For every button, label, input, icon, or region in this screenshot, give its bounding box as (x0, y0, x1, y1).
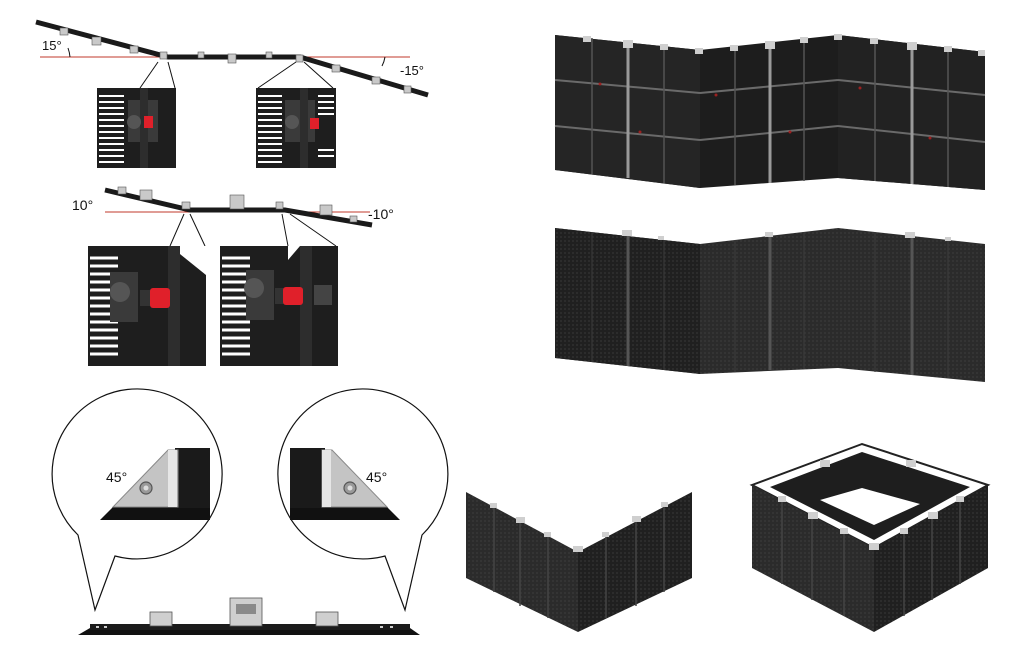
red-lock-knob (150, 288, 170, 308)
curve-10-side-view: 10° -10° (72, 186, 394, 247)
square-box-wall (749, 442, 991, 632)
red-lock-knob (310, 118, 319, 129)
angle-label-15: 15° (42, 38, 62, 53)
angle-label-45-right: 45° (366, 469, 387, 485)
detail-lock-15-left (97, 88, 176, 168)
red-lock-knob (144, 116, 153, 128)
corner-45-callout-left: 45° (51, 388, 223, 613)
zigzag-wall-front-view (555, 228, 985, 382)
angle-label-45-left: 45° (106, 469, 127, 485)
red-lock-knob (283, 287, 303, 305)
angle-arc-right (381, 56, 386, 67)
angle-label-minus-15: -15° (400, 63, 424, 78)
corner-base-side-view (78, 597, 420, 635)
angle-label-minus-10: -10° (368, 206, 394, 222)
curve-15-side-view: 15° -15° (35, 19, 429, 98)
zigzag-wall-back-view (554, 34, 986, 190)
bracket-row (59, 27, 412, 94)
detail-lock-10-right (220, 246, 338, 366)
angle-label-10: 10° (72, 197, 93, 213)
detail-lock-10-left (88, 246, 206, 366)
corner-45-callout-right: 45° (277, 388, 449, 613)
v-shape-wall (466, 492, 692, 632)
angle-arc-left (67, 47, 71, 58)
detail-lock-15-right (256, 88, 336, 168)
